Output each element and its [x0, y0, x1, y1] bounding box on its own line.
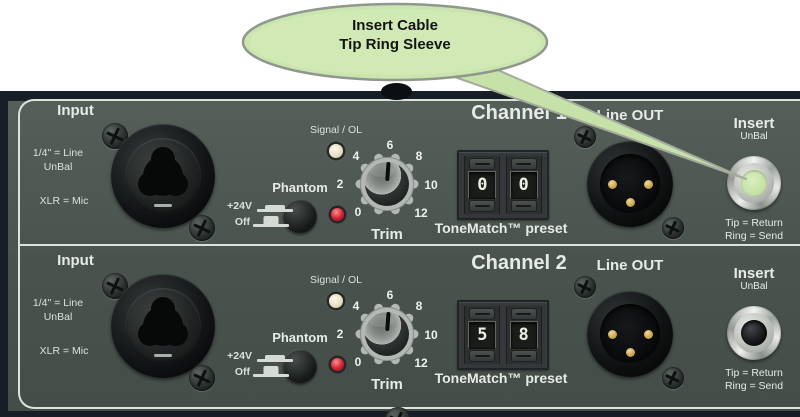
trim-label: Trim: [371, 226, 403, 243]
preset-up-button[interactable]: [469, 308, 496, 320]
xlr-pin: [608, 330, 617, 339]
trim-tick-12: 12: [414, 206, 428, 220]
insert-label: Insert: [733, 115, 775, 132]
input-unbal-note: UnBal: [43, 311, 73, 323]
switch-position-off-icon: [253, 364, 289, 377]
input-xlr-note: XLR = Mic: [39, 195, 89, 207]
xlr-trs-holes: [138, 147, 188, 196]
signal-ol-led: [329, 144, 343, 158]
phantom-label: Phantom: [272, 180, 328, 195]
trim-tick-10: 10: [424, 328, 438, 342]
insert-tip-note: Tip = Return: [725, 367, 783, 379]
channel-title: Channel 1: [471, 102, 567, 124]
trim-tick-0: 0: [354, 355, 362, 369]
screw-icon: [662, 367, 684, 389]
trim-tick-2: 2: [336, 327, 344, 341]
phantom-off-label: Off: [234, 216, 250, 228]
xlr-pin: [644, 180, 653, 189]
trim-tick-8: 8: [415, 149, 423, 163]
phantom-label: Phantom: [272, 330, 328, 345]
tonematch-preset-selector: 5 8: [457, 300, 549, 370]
input-label: Input: [57, 102, 94, 119]
preset-label: ToneMatch™ preset: [434, 370, 568, 386]
signal-ol-label: Signal / OL: [310, 274, 362, 286]
screw-icon: [574, 276, 596, 298]
screw-icon: [662, 217, 684, 239]
screw-icon: [189, 215, 215, 241]
signal-ol-label: Signal / OL: [310, 124, 362, 136]
trim-tick-6: 6: [386, 138, 394, 152]
line-out-label: Line OUT: [596, 107, 664, 124]
channel-2-section: Input 1/4" = Line UnBal XLR = Mic Phanto…: [0, 150, 800, 417]
preset-thumbwheel[interactable]: 5: [464, 306, 501, 364]
trim-tick-8: 8: [415, 299, 423, 313]
xlr-trs-holes: [138, 297, 188, 346]
preset-down-button[interactable]: [510, 350, 537, 362]
trim-tick-2: 2: [336, 177, 344, 191]
insert-ring-note: Ring = Send: [724, 380, 784, 392]
preset-down-button[interactable]: [469, 200, 496, 212]
input-combo-jack: [111, 274, 215, 378]
phantom-on-label: +24V: [227, 350, 252, 362]
mounting-hole: [381, 83, 412, 100]
xlr-pin: [626, 348, 635, 357]
input-label: Input: [57, 252, 94, 269]
trim-tick-10: 10: [424, 178, 438, 192]
insert-tip-note: Tip = Return: [725, 217, 783, 229]
phantom-on-label: +24V: [227, 200, 252, 212]
switch-position-on-icon: [257, 199, 293, 212]
input-combo-jack: [111, 124, 215, 228]
panel-outline: [18, 99, 800, 409]
preset-thumbwheel[interactable]: 8: [505, 306, 542, 364]
phantom-led: [331, 358, 344, 371]
signal-ol-led: [329, 294, 343, 308]
input-unbal-note: UnBal: [43, 161, 73, 173]
trim-knob[interactable]: [352, 299, 422, 369]
input-line-note: 1/4" = Line: [32, 297, 84, 309]
insert-jack: [727, 156, 781, 210]
trim-tick-6: 6: [386, 288, 394, 302]
channel-divider-line: [18, 244, 800, 246]
trim-tick-4: 4: [352, 149, 360, 163]
trim-tick-4: 4: [352, 299, 360, 313]
switch-position-off-icon: [253, 214, 289, 227]
insert-unbal-label: UnBal: [740, 131, 768, 142]
phantom-off-label: Off: [234, 366, 250, 378]
insert-jack-center: [741, 320, 767, 346]
preset-digit-window: 5: [468, 321, 497, 349]
xlr-pin: [626, 198, 635, 207]
combo-jack-face: [125, 138, 201, 214]
screw-icon: [189, 365, 215, 391]
insert-jack: [727, 306, 781, 360]
channel-title: Channel 2: [471, 252, 567, 274]
insert-label: Insert: [733, 265, 775, 282]
callout-line-2: Tip Ring Sleeve: [339, 36, 451, 53]
preset-label: ToneMatch™ preset: [434, 220, 568, 236]
trim-label: Trim: [371, 376, 403, 393]
screw-icon: [385, 407, 411, 417]
preset-digit-window: 8: [509, 321, 538, 349]
preset-down-button[interactable]: [510, 200, 537, 212]
insert-ring-note: Ring = Send: [724, 230, 784, 242]
line-out-label: Line OUT: [596, 257, 664, 274]
trim-tick-0: 0: [354, 205, 362, 219]
input-line-note: 1/4" = Line: [32, 147, 84, 159]
screw-icon: [574, 126, 596, 148]
line-out-xlr-connector: [587, 291, 673, 377]
input-xlr-note: XLR = Mic: [39, 345, 89, 357]
combo-jack-face: [125, 288, 201, 364]
callout-line-1: Insert Cable: [352, 17, 438, 34]
trim-knob[interactable]: [352, 149, 422, 219]
xlr-pin: [644, 330, 653, 339]
xlr-pin: [608, 180, 617, 189]
insert-unbal-label: UnBal: [740, 281, 768, 292]
phantom-led: [331, 208, 344, 221]
trim-tick-12: 12: [414, 356, 428, 370]
preset-down-button[interactable]: [469, 350, 496, 362]
preset-up-button[interactable]: [510, 308, 537, 320]
switch-position-on-icon: [257, 349, 293, 362]
